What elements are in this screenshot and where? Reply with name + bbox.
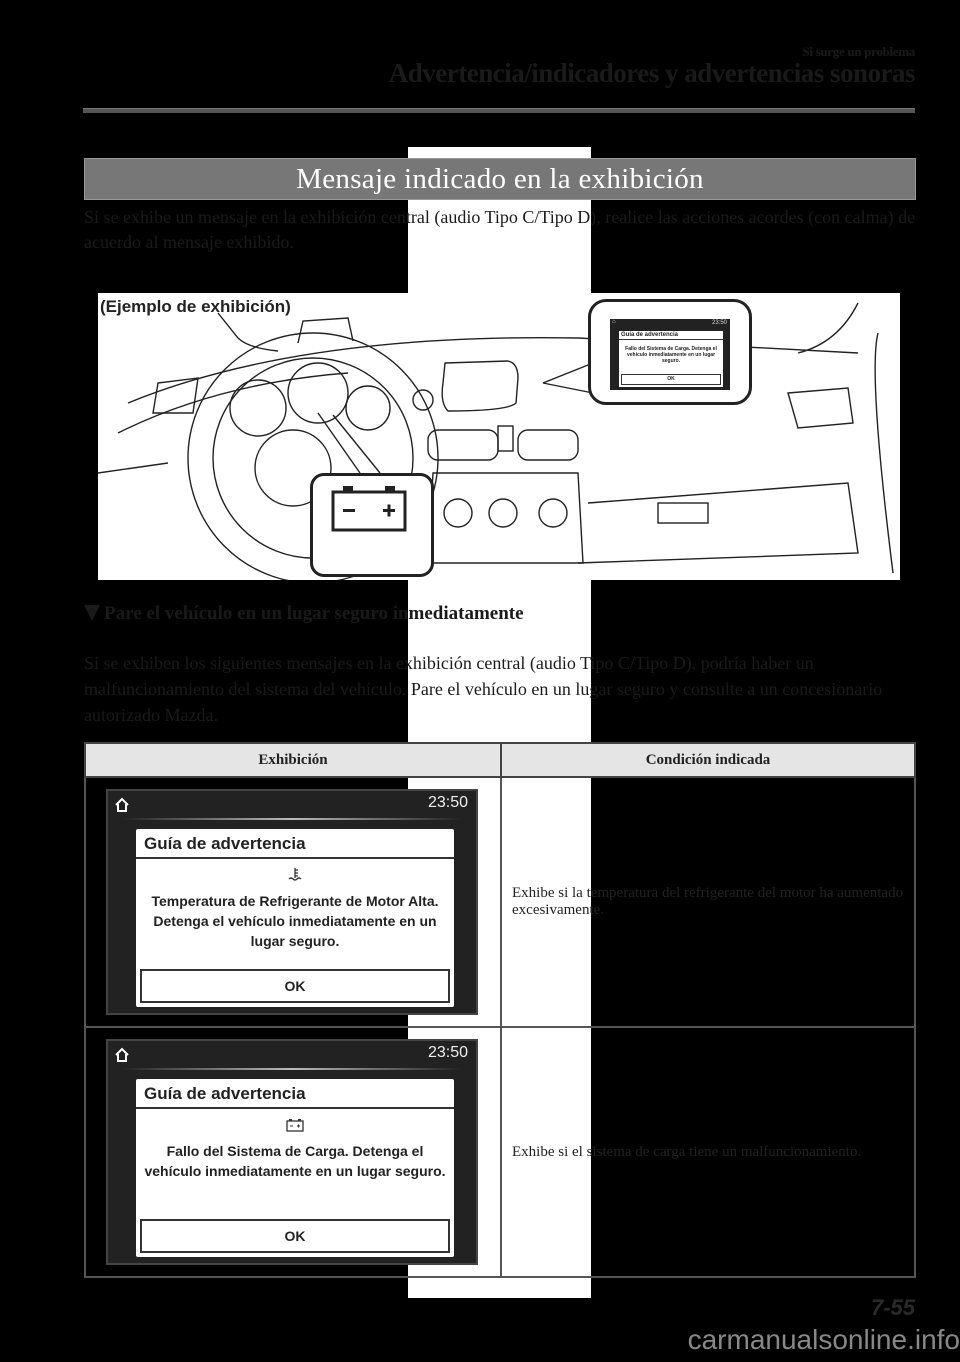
display-cell: 23:50 Guía de advertencia Fallo del Sist… — [84, 1026, 502, 1278]
table-row: 23:50 Guía de advertencia Fallo del Sist… — [84, 1026, 916, 1278]
mini-time: 23:50 — [711, 320, 727, 326]
display-screen: 23:50 Guía de advertencia Fallo del Sist… — [106, 1039, 478, 1265]
column-header-condition: Condición indicada — [500, 742, 916, 778]
mini-dialog: Guía de advertencia Fallo del Sistema de… — [619, 331, 723, 387]
table-row: 23:50 Guía de advertencia Temperatura de… — [84, 776, 916, 1028]
home-icon — [115, 797, 129, 812]
dialog-title: Guía de advertencia — [136, 1079, 454, 1109]
warning-dialog: Guía de advertencia Fallo del Sistema de… — [136, 1079, 454, 1257]
header-divider — [83, 108, 915, 113]
battery-icon — [331, 486, 407, 532]
mini-ok-button[interactable]: OK — [621, 374, 721, 385]
section-title: Mensaje indicado en la exhibición — [84, 158, 916, 200]
display-screen: 23:50 Guía de advertencia Temperatura de… — [106, 789, 478, 1015]
home-icon: ⌂ — [612, 319, 616, 325]
subsection-title: Pare el vehículo en un lugar seguro inme… — [104, 603, 524, 624]
page-number: 7-55 — [870, 1295, 915, 1320]
coolant-temperature-icon — [136, 867, 454, 885]
example-label: (Ejemplo de exhibición) — [100, 297, 291, 316]
dashboard-line-art — [98, 302, 894, 580]
mini-dialog-message: Fallo del Sistema de Carga. Detenga el v… — [625, 346, 717, 364]
clock-time: 23:50 — [427, 1044, 468, 1061]
screen-divider — [122, 818, 462, 820]
battery-callout — [310, 473, 434, 577]
battery-icon — [136, 1117, 454, 1135]
clock-time: 23:50 — [427, 794, 468, 811]
ok-button[interactable]: OK — [140, 1219, 450, 1253]
warning-dialog: Guía de advertencia Temperatura de Refri… — [136, 829, 454, 1007]
chapter-label: Si surge un problema — [802, 44, 915, 59]
column-header-display: Exhibición — [84, 742, 502, 778]
intro-paragraph: Si se exhibe un mensaje en la exhibición… — [84, 207, 916, 252]
ok-button[interactable]: OK — [140, 969, 450, 1003]
screen-callout: ⌂ 23:50 Guía de advertencia Fallo del Si… — [588, 299, 752, 405]
subsection-body: Si se exhiben los siguientes mensajes en… — [84, 653, 883, 725]
page-header-title: Advertencia/indicadores y advertencias s… — [388, 58, 916, 88]
subsection-heading: Pare el vehículo en un lugar seguro inme… — [84, 603, 524, 625]
dialog-message: Temperatura de Refrigerante de Motor Alt… — [151, 893, 439, 949]
screen-divider — [122, 1068, 462, 1070]
display-cell: 23:50 Guía de advertencia Temperatura de… — [84, 776, 502, 1028]
condition-cell: Exhibe si la temperatura del refrigerant… — [500, 776, 916, 1028]
mini-display: ⌂ 23:50 Guía de advertencia Fallo del Si… — [610, 319, 730, 390]
watermark: carmanualsonline.info — [687, 1324, 960, 1355]
mini-dialog-title: Guía de advertencia — [619, 331, 723, 340]
triangle-marker-icon — [84, 605, 100, 621]
dialog-title: Guía de advertencia — [136, 829, 454, 859]
home-icon — [115, 1047, 129, 1062]
condition-cell: Exhibe si el sistema de carga tiene un m… — [500, 1026, 916, 1278]
dashboard-illustration: (Ejemplo de exhibición) ⌂ 23:50 Guía de … — [98, 293, 900, 580]
dialog-message: Fallo del Sistema de Carga. Detenga el v… — [144, 1143, 446, 1179]
warning-messages-table: Exhibición Condición indicada 23:50 Guía… — [84, 742, 916, 1278]
